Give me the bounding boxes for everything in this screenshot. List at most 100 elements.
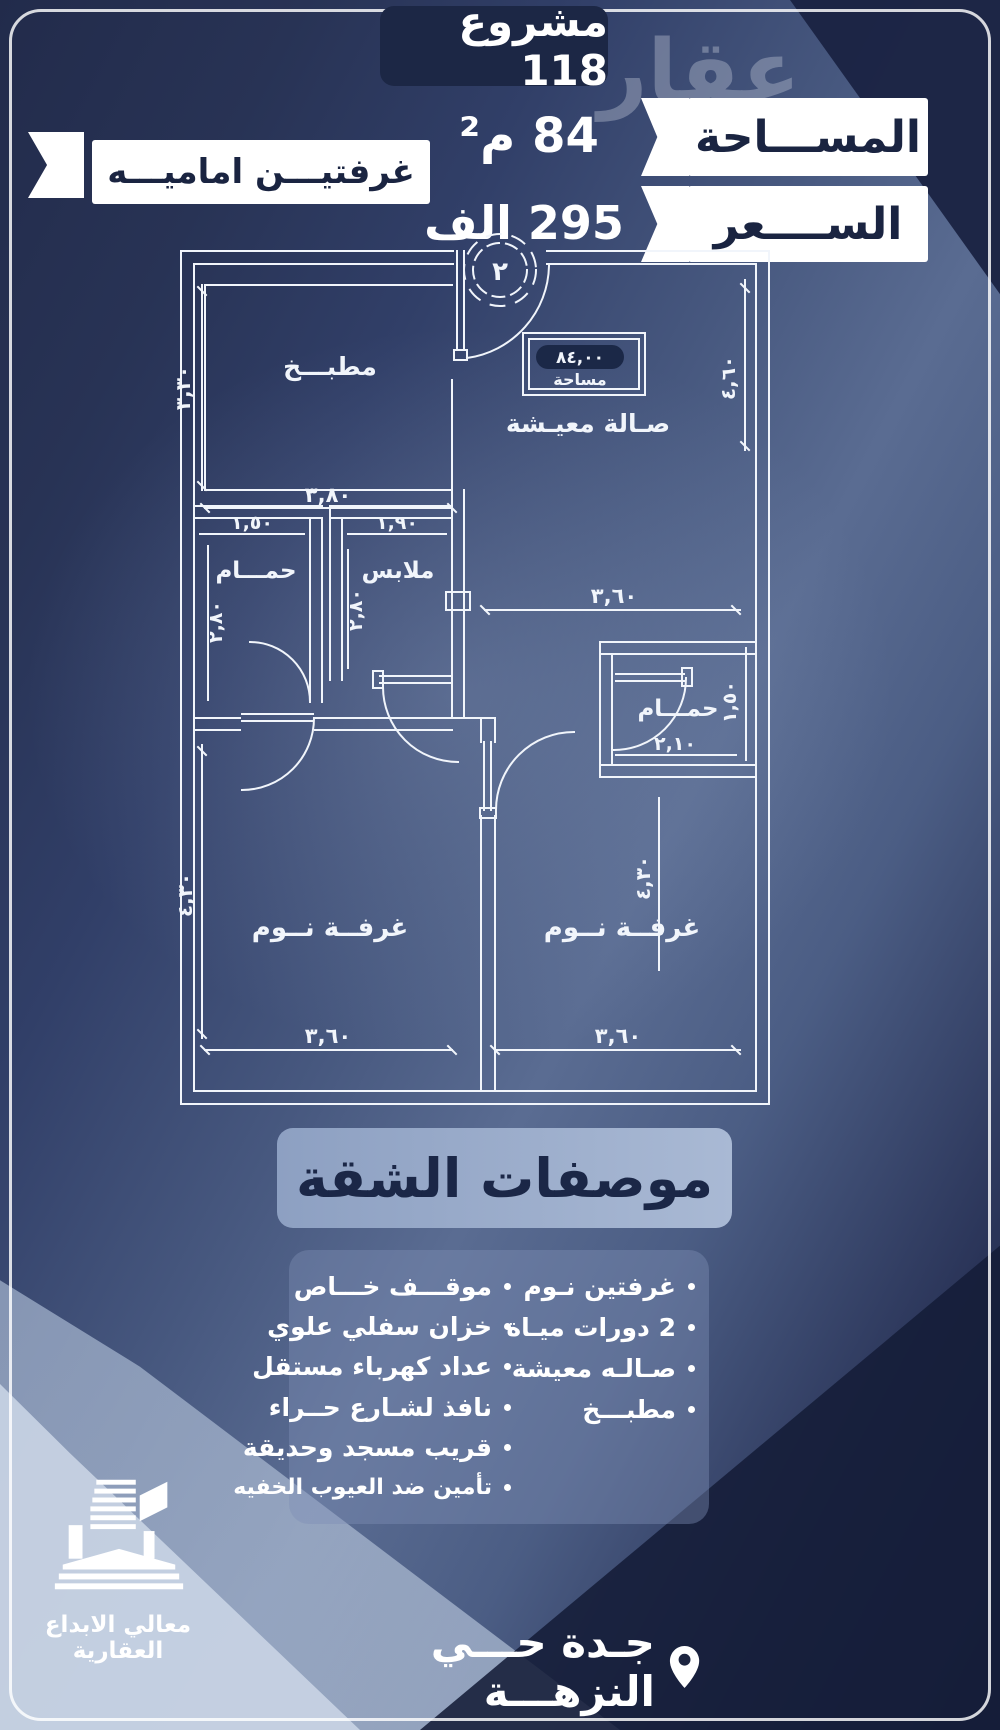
- bath1-door-arc: [248, 640, 312, 704]
- spec-item: قريب مسجد وحديقة: [243, 1427, 515, 1467]
- dim-bath2-w: ٢,١٠: [654, 733, 696, 755]
- specs-panel: غرفتين نـوم 2 دورات ميـاة صـالـه معيشة م…: [233, 1250, 709, 1524]
- bedroom2-door-cap: [479, 807, 497, 819]
- area-value: 84 م²: [459, 108, 599, 164]
- closet-door-leaf: [379, 675, 453, 684]
- bullet-icon: [504, 1403, 511, 1411]
- area-label: المســـاحة: [688, 98, 928, 176]
- stamp-pill: [536, 345, 624, 369]
- dim-kitchen-h: ٣,٣٠: [171, 366, 195, 410]
- bullet-icon: [688, 1324, 695, 1331]
- living-dim-line-v: [739, 279, 751, 452]
- spec-text: تأمين ضد العيوب الخفيه: [233, 1475, 492, 1501]
- closet-door-arc: [381, 685, 460, 764]
- bedroom2-door-leaf: [483, 741, 492, 811]
- spec-item: نافذ لشـارع حــراء: [269, 1387, 515, 1427]
- spec-text: غرفتين نـوم: [523, 1272, 676, 1301]
- bedroom1-dim-line-v: [196, 744, 208, 1040]
- wall-outer: [180, 250, 770, 1105]
- bullet-icon: [688, 1283, 695, 1290]
- bath2-door-cap: [681, 667, 693, 687]
- entry-number-circle: [472, 242, 528, 298]
- price-label: الســــعر: [688, 186, 928, 262]
- bath2-door-leaf: [615, 673, 685, 682]
- project-badge: مشروع 118: [380, 0, 608, 95]
- bedroom-divider: [480, 717, 496, 1092]
- bedroom1-top-wall: [193, 717, 453, 731]
- location-row: جـدة حـــي النزهـــة: [280, 1618, 700, 1716]
- dim-living-w: ٣,٦٠: [591, 584, 637, 608]
- bullet-icon: [504, 1443, 511, 1451]
- spec-item: 2 دورات ميـاة: [506, 1307, 699, 1348]
- specs-column-left: موقـــف خـــاص خزان سفلي علوي عداد كهربا…: [233, 1266, 515, 1508]
- entry-door-cap: [453, 349, 468, 361]
- spec-item: صـالـه معيشة: [511, 1348, 699, 1389]
- spec-item: مطبـــخ: [515, 1389, 699, 1430]
- bullet-icon: [504, 1282, 511, 1290]
- dim-bedroom2-w: ٣,٦٠: [595, 1024, 641, 1048]
- dim-bedroom2-h: ٤,٣٠: [631, 856, 655, 900]
- dim-bedroom1-w: ٣,٦٠: [305, 1024, 351, 1048]
- stamp-inner: [528, 338, 640, 390]
- entry-door-arc: [465, 264, 551, 360]
- location-text: جـدة حـــي النزهـــة: [430, 1618, 655, 1716]
- bullet-icon: [504, 1363, 511, 1371]
- kitchen-walls: [204, 284, 453, 491]
- entry-number-circle-outer: [463, 233, 537, 307]
- company-logo-icon: [54, 1479, 184, 1590]
- rooms-ribbon: غرفتيـــن اماميـــه: [92, 140, 430, 204]
- location-pin-icon: [669, 1645, 700, 1689]
- stamp-outer: [522, 332, 646, 396]
- spec-item: موقـــف خـــاص: [294, 1266, 515, 1306]
- spec-text: 2 دورات ميـاة: [506, 1313, 676, 1342]
- bullet-icon: [688, 1406, 695, 1413]
- hall-wall: [451, 489, 496, 719]
- entry-door-leaf: [456, 250, 465, 351]
- dim-bath2-h: ١,٥٠: [719, 681, 741, 723]
- price-value: 295 الف: [424, 196, 624, 250]
- closet-walls: [329, 505, 453, 681]
- bedroom1-door-arc: [240, 716, 316, 792]
- bullet-icon: [504, 1322, 511, 1330]
- spec-item: عداد كهرباء مستقل: [252, 1347, 515, 1387]
- wall-pilaster: [445, 591, 471, 611]
- specs-title-banner: موصفات الشقة: [277, 1128, 732, 1228]
- entry-number: ٢: [492, 257, 508, 287]
- room-bath1: حمـــام: [215, 558, 296, 584]
- dim-closet-h: ٢,٨٠: [345, 589, 367, 631]
- room-living: صـالة معيـشة: [506, 409, 670, 438]
- spec-text: مطبـــخ: [582, 1395, 676, 1424]
- spec-text: قريب مسجد وحديقة: [242, 1432, 492, 1462]
- bath2-walls: [599, 641, 757, 778]
- dim-kitchen-w: ٣,٨٠: [305, 483, 351, 507]
- spec-text: عداد كهرباء مستقل: [252, 1352, 492, 1382]
- spec-item: تأمين ضد العيوب الخفيه: [233, 1468, 515, 1508]
- room-closet: ملابس: [362, 558, 435, 584]
- bedroom1-door-leaf: [241, 713, 314, 722]
- floor-plan: ٢ ٨٤,٠٠ مساحة مطبـــخ صـالة معيـشة حمـــ…: [171, 233, 770, 1105]
- kitchen-dim-line-left: [196, 284, 208, 492]
- dim-closet-w: ١,٩٠: [376, 512, 418, 534]
- bath2-door-arc: [612, 676, 688, 752]
- bedroom2-door-arc: [494, 730, 576, 812]
- spec-text: موقـــف خـــاص: [293, 1271, 492, 1301]
- room-bedroom2: غرفــة نــوم: [544, 913, 700, 943]
- company-name: معالي الابداع العقارية: [44, 1612, 192, 1664]
- stamp-label: مساحة: [553, 370, 606, 389]
- room-bath2: حمـــام: [637, 696, 718, 722]
- bedroom1-dim-line: [199, 1044, 458, 1056]
- bedroom2-dim-line: [489, 1044, 742, 1056]
- bullet-icon: [688, 1365, 695, 1372]
- dim-living-h: ٤,٦٠: [716, 356, 740, 400]
- bath1-walls: [193, 505, 323, 703]
- room-kitchen: مطبـــخ: [283, 352, 377, 382]
- wall-inner: [193, 263, 757, 1092]
- dim-bedroom1-h: ٤,٣٠: [173, 873, 197, 917]
- room-bedroom1: غرفــة نــوم: [252, 913, 408, 943]
- spec-text: صـالـه معيشة: [511, 1354, 676, 1383]
- closet-door-cap: [372, 670, 384, 689]
- living-dim-line: [479, 604, 742, 616]
- specs-column-right: غرفتين نـوم 2 دورات ميـاة صـالـه معيشة م…: [506, 1266, 699, 1508]
- spec-item: غرفتين نـوم: [515, 1266, 699, 1307]
